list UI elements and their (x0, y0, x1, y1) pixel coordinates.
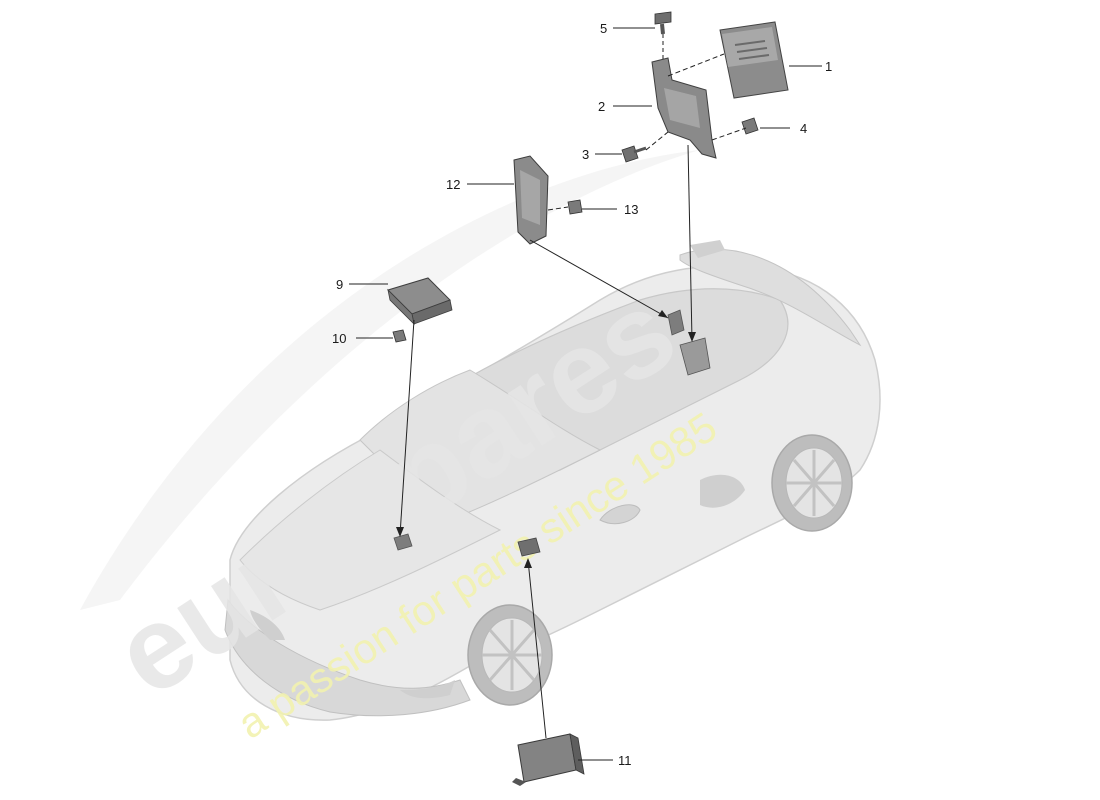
part-10-clip[interactable] (392, 329, 407, 343)
callout-12: 12 (446, 177, 460, 192)
part-1-control-unit[interactable] (719, 21, 789, 99)
installed-parts (393, 309, 711, 557)
part-13-clip[interactable] (567, 199, 583, 215)
part-12-control-unit[interactable] (513, 155, 549, 245)
part-5-screw[interactable] (654, 11, 672, 35)
callout-2: 2 (598, 99, 605, 114)
car-illustration (224, 240, 881, 721)
rear-wheel (771, 434, 853, 532)
callout-13: 13 (624, 202, 638, 217)
part-9-module[interactable] (387, 277, 453, 326)
callout-4: 4 (800, 121, 807, 136)
part-2-bracket[interactable] (651, 57, 717, 159)
watermark-swoosh (80, 150, 700, 610)
callout-1: 1 (825, 59, 832, 74)
part-3-bolt[interactable] (621, 145, 647, 163)
front-wheel (467, 604, 553, 706)
part-4-nut[interactable] (741, 117, 759, 135)
arrowheads (396, 310, 696, 568)
part-11-module[interactable] (512, 733, 585, 786)
callout-11: 11 (618, 753, 632, 768)
callout-5: 5 (600, 21, 607, 36)
callout-labels: 1 2 3 4 5 9 10 11 12 13 (332, 21, 832, 768)
callout-10: 10 (332, 331, 346, 346)
leader-lines (349, 27, 822, 761)
callout-9: 9 (336, 277, 343, 292)
callout-3: 3 (582, 147, 589, 162)
